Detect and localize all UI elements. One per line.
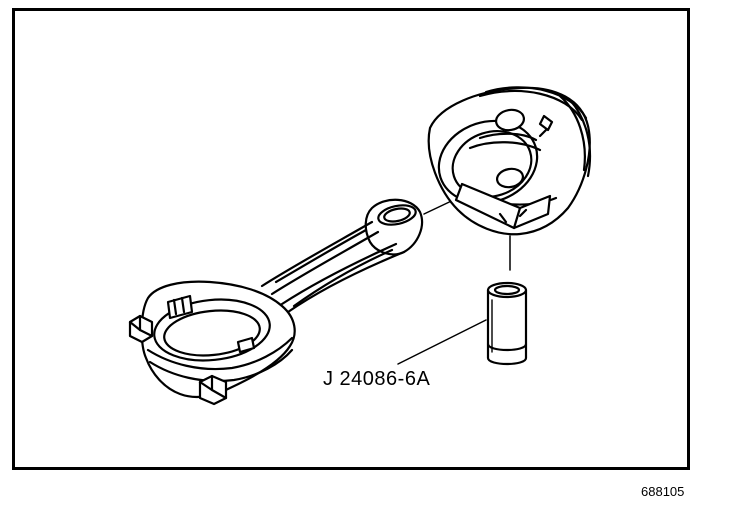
rod-bolt-right [198,374,228,406]
piston [427,86,592,236]
figure-number: 688105 [641,484,685,499]
callout-leader-line [397,319,487,365]
piston-pin [486,281,528,366]
rod-bolt-left [128,314,154,344]
connecting-rod [128,198,424,406]
tool-callout-label: J 24086-6A [323,368,431,390]
